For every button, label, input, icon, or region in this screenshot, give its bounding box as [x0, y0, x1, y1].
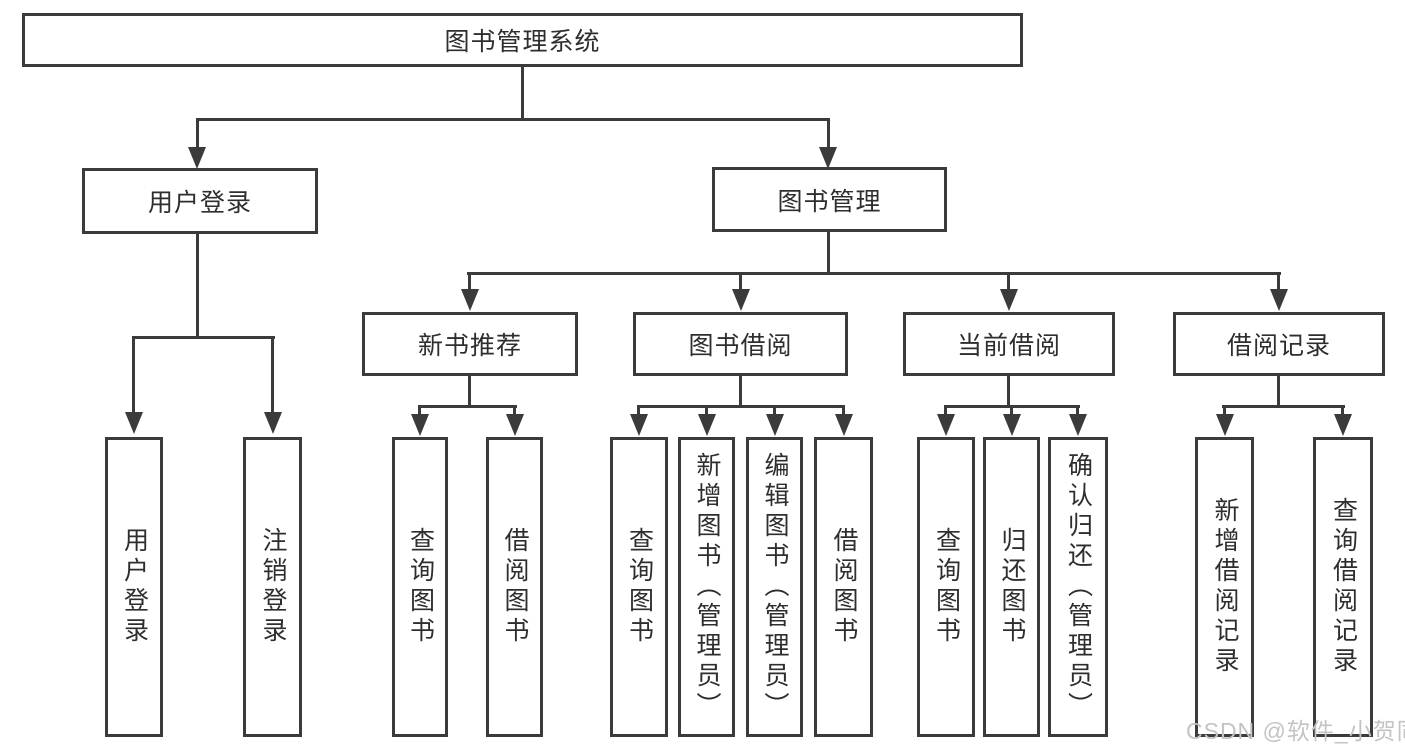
edge-currentborrow-drop-2	[1010, 408, 1013, 415]
edge-bookborrow-drop-4	[842, 408, 845, 415]
node-user-login-label: 用户登录	[147, 189, 252, 217]
edge-bookmgmt-drop-2	[739, 275, 742, 289]
arrowhead-to-nb-query-icon	[411, 414, 429, 436]
arrowhead-to-leaf-logout-icon	[264, 412, 282, 434]
node-root: 图书管理系统	[22, 13, 1023, 67]
edge-bookmgmt-trunk	[827, 232, 830, 275]
edge-newbook-bar	[418, 405, 517, 408]
edge-root-drop-right	[827, 121, 830, 147]
leaf-nb-borrow-books: 借阅图书	[486, 437, 543, 737]
leaf-cb-query-books-label: 查询图书	[932, 527, 961, 647]
node-user-login: 用户登录	[82, 168, 318, 234]
node-book-mgmt-label: 图书管理	[777, 187, 882, 216]
leaf-nb-query-books-label: 查询图书	[406, 527, 435, 647]
edge-userlogin-drop-2	[271, 339, 274, 412]
leaf-bb-borrow-books: 借阅图书	[814, 437, 873, 737]
node-borrow-records-label: 借阅记录	[1226, 332, 1331, 360]
edge-bookmgmt-drop-1	[468, 275, 471, 289]
edge-bookmgmt-drop-4	[1277, 275, 1280, 289]
leaf-cb-return-books-label: 归还图书	[998, 527, 1026, 647]
leaf-bb-edit-books: 编辑图书（管理员）	[746, 437, 803, 737]
arrowhead-to-cb-query-icon	[937, 414, 955, 436]
edge-newbook-drop-2	[513, 408, 516, 415]
edge-root-bar	[196, 118, 830, 121]
edge-records-drop-1	[1223, 408, 1226, 415]
leaf-cb-return-books: 归还图书	[983, 437, 1040, 737]
arrowhead-to-bb-query-icon	[630, 414, 648, 436]
node-book-borrow: 图书借阅	[633, 312, 848, 376]
leaf-bb-query-books: 查询图书	[610, 437, 668, 737]
arrowhead-to-br-query-icon	[1334, 414, 1352, 436]
node-book-borrow-label: 图书借阅	[688, 332, 793, 360]
leaf-br-query-record: 查询借阅记录	[1313, 437, 1373, 737]
node-book-mgmt: 图书管理	[712, 167, 947, 232]
edge-bookborrow-drop-2	[705, 408, 708, 415]
arrowhead-to-leaf-user-login-icon	[125, 412, 143, 434]
leaf-user-login: 用户登录	[105, 437, 163, 737]
leaf-bb-add-books: 新增图书（管理员）	[678, 437, 735, 737]
leaf-bb-borrow-books-label: 借阅图书	[830, 527, 858, 647]
arrowhead-to-cb-return-icon	[1003, 414, 1021, 436]
edge-currentborrow-trunk	[1007, 376, 1010, 408]
leaf-cb-confirm-return: 确认归还（管理员）	[1048, 437, 1108, 737]
edge-root-trunk	[521, 67, 524, 121]
edge-records-trunk	[1277, 376, 1280, 408]
edge-currentborrow-bar	[944, 405, 1080, 408]
edge-records-bar	[1222, 405, 1345, 408]
edge-currentborrow-drop-1	[944, 408, 947, 415]
arrowhead-to-new-book-rec-icon	[461, 289, 479, 311]
node-current-borrow-label: 当前借阅	[956, 332, 1061, 360]
arrowhead-to-cb-confirm-icon	[1069, 414, 1087, 436]
node-new-book-rec-label: 新书推荐	[417, 332, 522, 360]
edge-userlogin-bar	[132, 336, 275, 339]
edge-root-drop-left	[196, 121, 199, 147]
edge-bookmgmt-drop-3	[1007, 275, 1010, 289]
arrowhead-to-br-add-icon	[1216, 414, 1234, 436]
arrowhead-to-user-login-icon	[188, 147, 206, 169]
arrowhead-to-nb-borrow-icon	[506, 414, 524, 436]
arrowhead-to-current-borrow-icon	[1000, 289, 1018, 311]
leaf-user-login-label: 用户登录	[120, 527, 149, 647]
edge-userlogin-drop-1	[132, 339, 135, 412]
node-new-book-rec: 新书推荐	[362, 312, 578, 376]
arrowhead-to-bb-add-icon	[698, 414, 716, 436]
leaf-nb-borrow-books-label: 借阅图书	[501, 527, 529, 647]
edge-newbook-trunk	[468, 376, 471, 408]
edge-records-drop-2	[1341, 408, 1344, 415]
edge-bookborrow-trunk	[739, 376, 742, 408]
edge-newbook-drop-1	[418, 408, 421, 415]
node-root-label: 图书管理系统	[444, 28, 601, 56]
edge-bookborrow-drop-1	[637, 408, 640, 415]
edge-currentborrow-drop-3	[1076, 408, 1079, 415]
leaf-logout: 注销登录	[243, 437, 302, 737]
node-borrow-records: 借阅记录	[1173, 312, 1385, 376]
leaf-nb-query-books: 查询图书	[392, 437, 448, 737]
leaf-cb-query-books: 查询图书	[917, 437, 975, 737]
leaf-br-add-record: 新增借阅记录	[1195, 437, 1254, 737]
leaf-bb-edit-books-label: 编辑图书（管理员）	[761, 452, 789, 722]
edge-userlogin-trunk	[196, 234, 199, 339]
leaf-br-add-record-label: 新增借阅记录	[1211, 497, 1239, 677]
leaf-bb-add-books-label: 新增图书（管理员）	[693, 452, 721, 722]
leaf-cb-confirm-return-label: 确认归还（管理员）	[1064, 452, 1093, 722]
node-current-borrow: 当前借阅	[903, 312, 1115, 376]
arrowhead-to-bb-borrow-icon	[835, 414, 853, 436]
arrowhead-to-bb-edit-icon	[766, 414, 784, 436]
edge-bookmgmt-bar	[467, 272, 1281, 275]
edge-bookborrow-drop-3	[773, 408, 776, 415]
edge-bookborrow-bar	[637, 405, 845, 408]
leaf-logout-label: 注销登录	[259, 527, 287, 647]
arrowhead-to-book-borrow-icon	[732, 289, 750, 311]
arrowhead-to-borrow-records-icon	[1270, 289, 1288, 311]
leaf-bb-query-books-label: 查询图书	[625, 527, 654, 647]
csdn-watermark: CSDN @软件_小贺同学	[1186, 718, 1405, 744]
leaf-br-query-record-label: 查询借阅记录	[1329, 497, 1358, 677]
arrowhead-to-book-mgmt-icon	[819, 147, 837, 169]
